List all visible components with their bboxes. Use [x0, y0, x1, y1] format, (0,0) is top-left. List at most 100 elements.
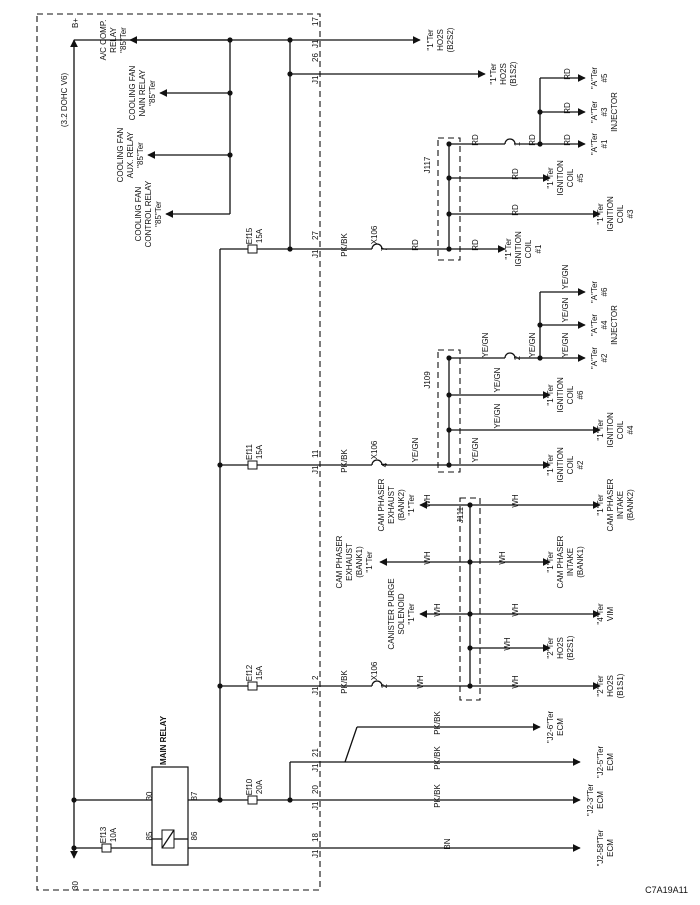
wire-color-label: RD [471, 134, 480, 146]
ground-label: 30 [71, 881, 80, 890]
j1-pin: 17 [311, 17, 320, 26]
connector-x106-2-icon [371, 680, 383, 687]
ignition-coil-label: #4 [626, 425, 635, 434]
ho2s-b2s2-label: HO2S [436, 29, 445, 51]
junction-dots [71, 37, 543, 851]
ignition-coil-label: "1"Ter [546, 167, 555, 189]
figure-id: C7A19A11 [645, 885, 688, 895]
j1-label: J1 [311, 465, 320, 474]
j1-label: J1 [311, 39, 320, 48]
x106-pin: 7 [380, 246, 389, 251]
ecm-label: ECM [606, 839, 615, 857]
injector-number: #3 [600, 107, 609, 116]
cam-exhaust-bank2-label: (BANK2) [397, 489, 406, 521]
ho2s-b1s1-label: (B1S1) [616, 673, 625, 698]
wire-color-label: YE/GN [493, 367, 502, 392]
relay-pin-label: 85 [145, 831, 154, 840]
ignition-coil-label: "1"Ter [504, 238, 513, 260]
wire-color-label: PK/BK [340, 670, 349, 694]
ignition-coil-label: "1"Ter [546, 384, 555, 406]
injector-terminal: "A"Ter [590, 67, 599, 89]
fuse-ef10-label: Ef10 [245, 778, 254, 795]
vim-label: VIM [606, 607, 615, 622]
injector-number: #1 [600, 139, 609, 148]
ignition-coil-label: COIL [566, 455, 575, 474]
relay-pin-label: 30 [145, 791, 154, 800]
x106-label: X106 [370, 225, 379, 244]
cam-intake-bank2-label: (BANK2) [626, 489, 635, 521]
j1-label: J1 [311, 686, 320, 695]
main-relay-title: MAIN RELAY [159, 715, 168, 765]
cam-exhaust-bank1-label: EXHAUST [345, 543, 354, 581]
wire-color-label: WH [503, 637, 512, 651]
wire-color-label: PK/BK [433, 711, 442, 735]
ignition-coil-label: IGNITION [514, 231, 523, 267]
relay-load-label: AUX. RELAY [126, 131, 135, 178]
wire-color-label: WH [511, 603, 520, 617]
wire-color-label: RD [411, 239, 420, 251]
wire-color-label: YE/GN [528, 332, 537, 357]
battery-label: B+ [71, 18, 80, 28]
wire-color-label: PK/BK [433, 746, 442, 770]
injector-terminal: "A"Ter [590, 314, 599, 336]
wire-color-label: RD [511, 204, 520, 216]
splice-block-j109 [437, 349, 461, 473]
cam-exhaust-bank1-label: CAM PHASER [335, 535, 344, 588]
cam-intake-bank1-label: (BANK1) [576, 546, 585, 578]
j1-pin: 21 [311, 748, 320, 757]
wire-color-label: WH [511, 494, 520, 508]
wire-color-label: RD [471, 239, 480, 251]
ho2s-b2s1-label: (B2S1) [566, 635, 575, 660]
splice-block-j111 [459, 497, 481, 701]
ignition-coil-label: #5 [576, 173, 585, 182]
x106-pin: 4 [380, 462, 389, 467]
cam-intake-bank2-label: INTAKE [616, 491, 625, 519]
cam-intake-bank2-label: CAM PHASER [606, 478, 615, 531]
cam-exhaust-bank1-label: (BANK1) [355, 546, 364, 578]
cam-intake-bank1-label: CAM PHASER [556, 535, 565, 588]
ignition-coil-label: IGNITION [556, 377, 565, 413]
cam-intake-bank2-label: "1"Ter [596, 494, 605, 516]
fuse-ef13-label: Ef13 [99, 826, 108, 843]
injector-terminal: "A"Ter [590, 133, 599, 155]
ho2s-b2s2-label: (B2S2) [446, 27, 455, 52]
splice-2-icon [504, 352, 516, 359]
relay-load-label: A/C COMP. [99, 20, 108, 61]
splice-pin: 2 [513, 355, 522, 360]
x106-label: X106 [370, 440, 379, 459]
ignition-coil-label: COIL [566, 385, 575, 404]
canister-label: CANISTER PURGE [387, 578, 396, 649]
cam-exhaust-bank2-label: CAM PHASER [377, 478, 386, 531]
cam-exhaust-bank2-label: "1"Ter [407, 494, 416, 516]
relay-load-label: COOLING FAN [116, 127, 125, 182]
j111-label: J111 [456, 506, 465, 523]
engine-title: (3.2 DOHC V6) [60, 73, 69, 128]
relay-pin-label: 87 [190, 791, 199, 800]
j1-pin: 11 [311, 449, 320, 458]
wire-color-label: PK/BK [340, 233, 349, 257]
relay-load-label: COOLING FAN [134, 186, 143, 241]
j1-pin: 27 [311, 231, 320, 240]
wire-color-label: RD [563, 102, 572, 114]
ecm-label: "J2-58"Ter [596, 829, 605, 866]
relay-load-label: CONTROL RELAY [144, 180, 153, 247]
wire-color-label: RD [563, 134, 572, 146]
j1-pin: 2 [311, 675, 320, 680]
j1-label: J1 [311, 75, 320, 84]
injector-terminal: "A"Ter [590, 281, 599, 303]
relay-load-label: RELAY [109, 27, 118, 53]
j1-label: J1 [311, 249, 320, 258]
fuse-ef11-label: Ef11 [245, 444, 254, 460]
j1-label: J1 [311, 801, 320, 810]
cam-exhaust-bank1-label: "1"Ter [365, 551, 374, 573]
ignition-coil-label: COIL [524, 239, 533, 258]
fuse-ef15-rating: 15A [255, 228, 264, 243]
ecm-label: ECM [596, 791, 605, 809]
ignition-coil-label: #6 [576, 390, 585, 399]
injector-number: #4 [600, 320, 609, 329]
ignition-coil-label: "1"Ter [596, 203, 605, 225]
ignition-coil-label: #1 [534, 244, 543, 253]
injector-label: INJECTOR [610, 92, 619, 132]
wire-color-label: PK/BK [433, 784, 442, 808]
connector-x106-4-icon [371, 459, 383, 466]
